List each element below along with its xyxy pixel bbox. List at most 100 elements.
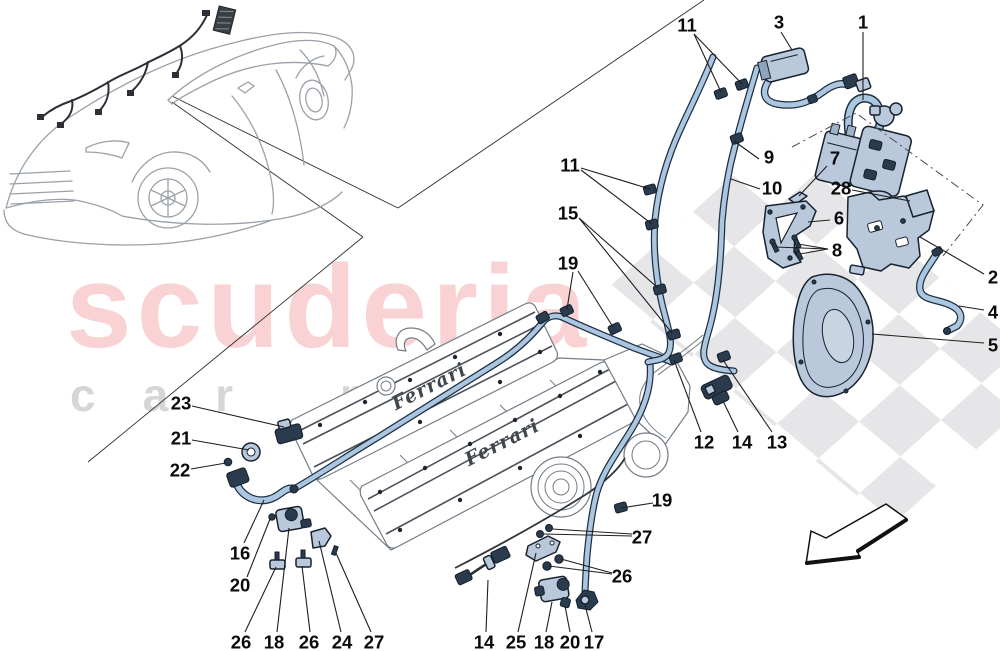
callout-6: 6 — [834, 208, 844, 229]
leader-line-24 — [318, 540, 342, 633]
map-sensor-13-14 — [700, 374, 733, 406]
part-bracket-6 — [762, 200, 817, 269]
construction-lines — [87, 0, 705, 463]
leader-line-19 — [566, 271, 574, 310]
leader-line-11 — [580, 167, 651, 190]
callout-18: 18 — [534, 632, 555, 651]
leader-line-19 — [620, 502, 654, 509]
vacuum-pipes — [226, 53, 761, 600]
hose-16-elbow — [226, 467, 250, 488]
callout-8: 8 — [832, 240, 842, 261]
leader-line-20 — [564, 605, 571, 633]
leader-line-8 — [797, 243, 829, 250]
car-illustration — [3, 31, 355, 246]
leader-line-27 — [542, 533, 633, 537]
part-hose-4 — [916, 246, 965, 335]
callout-24: 24 — [332, 632, 353, 651]
callout-5: 5 — [988, 335, 998, 356]
leader-line-10 — [730, 178, 761, 190]
callout-9: 9 — [764, 147, 774, 168]
callout-26: 26 — [231, 632, 252, 651]
leader-line-28 — [851, 189, 911, 202]
callout-19: 19 — [652, 490, 673, 511]
leader-line-4 — [958, 305, 985, 311]
callout-14: 14 — [732, 432, 753, 453]
callout-14: 14 — [474, 632, 495, 651]
leader-line-17 — [584, 604, 593, 633]
leader-line-15 — [578, 217, 659, 289]
leader-line-3 — [780, 31, 793, 51]
callout-22: 22 — [170, 460, 191, 481]
bracket-25 — [525, 535, 561, 562]
callout-16: 16 — [230, 543, 251, 564]
leader-line-6 — [807, 219, 831, 223]
valve-18-right — [534, 575, 570, 603]
leader-line-27 — [335, 552, 372, 633]
leader-line-18 — [545, 601, 553, 633]
callout-23: 23 — [171, 393, 192, 414]
leader-line-7 — [798, 165, 828, 197]
leader-line-8 — [774, 246, 829, 250]
callout-19: 19 — [558, 253, 579, 274]
part-carbon-canister-1 — [814, 93, 912, 204]
harness-connector-box — [212, 5, 237, 35]
leader-line-16 — [243, 499, 265, 544]
clamp-26-left1 — [269, 551, 286, 570]
part-pad-28 — [905, 189, 935, 218]
callout-28: 28 — [831, 178, 852, 199]
callout-21: 21 — [171, 428, 192, 449]
callout-18: 18 — [264, 632, 285, 651]
callout-1: 1 — [858, 12, 868, 33]
leader-line-11 — [580, 169, 653, 225]
leader-line-12 — [673, 359, 702, 433]
callout-4: 4 — [988, 302, 999, 323]
callout-26: 26 — [299, 632, 320, 651]
leader-line-9 — [733, 140, 760, 160]
wiring-harness — [37, 5, 237, 128]
part-solenoid-valve-3 — [756, 47, 872, 109]
callout-26: 26 — [612, 566, 633, 587]
callout-20: 20 — [230, 575, 251, 596]
plug-20-right — [559, 597, 571, 609]
leader-line-25 — [517, 552, 537, 633]
callout-2: 2 — [988, 267, 998, 288]
leader-line-8 — [799, 248, 829, 255]
leader-line-26 — [244, 566, 277, 633]
leader-line-13 — [722, 359, 773, 433]
leader-line-14 — [485, 579, 489, 633]
sensor-wire — [454, 457, 626, 569]
valve-18-left — [275, 505, 312, 533]
harness-14-bottom — [454, 545, 511, 586]
callout-15: 15 — [558, 203, 579, 224]
direction-arrow — [805, 503, 908, 565]
callout-20: 20 — [560, 632, 581, 651]
callout-3: 3 — [774, 12, 784, 33]
callout-27: 27 — [364, 632, 385, 651]
bracket-24 — [310, 527, 332, 549]
callout-27: 27 — [632, 527, 653, 548]
clamp-26-left2 — [295, 549, 312, 568]
leader-line-20 — [246, 518, 271, 578]
leader-line-26 — [301, 565, 311, 633]
leader-line-27 — [551, 528, 633, 535]
breather-pipe — [395, 327, 436, 352]
leader-line-19 — [577, 270, 614, 328]
callout-12: 12 — [694, 432, 715, 453]
dashdot-boundary — [791, 112, 984, 257]
oil-cap — [376, 376, 396, 396]
callout-11: 11 — [677, 15, 697, 36]
screw-27-left — [330, 545, 339, 556]
leader-line-26 — [560, 558, 613, 574]
leader-line-18 — [276, 527, 290, 633]
leader-line-5 — [871, 333, 985, 344]
leader-line-14 — [722, 400, 739, 433]
callout-13: 13 — [767, 432, 788, 453]
callout-25: 25 — [506, 632, 527, 651]
elbow-17 — [575, 589, 599, 611]
part-heat-shield-5 — [792, 273, 874, 398]
leader-line-11 — [693, 33, 722, 93]
callout-11: 11 — [560, 155, 580, 176]
leader-line-15 — [578, 217, 673, 334]
